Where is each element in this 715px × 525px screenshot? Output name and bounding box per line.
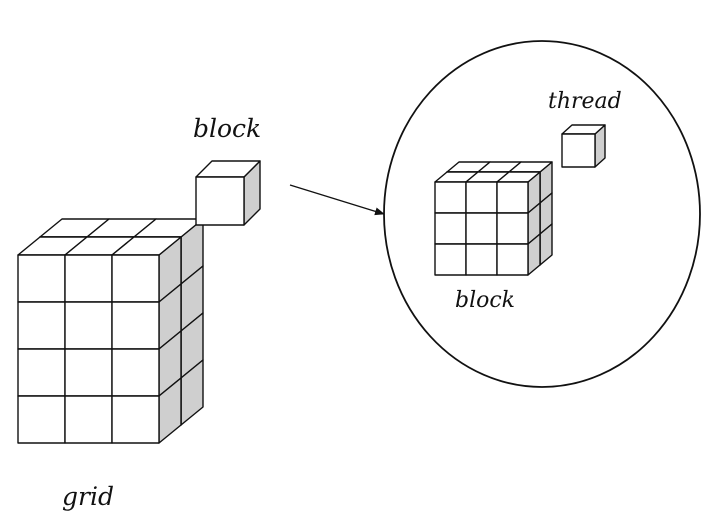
label-grid: grid <box>62 482 114 511</box>
cube-front-face <box>17 348 66 397</box>
cube-front-face <box>496 212 529 245</box>
cube-front-face <box>434 243 467 276</box>
cube-front-face <box>64 395 113 444</box>
cube-front-face <box>465 243 498 276</box>
cube-front-face <box>64 348 113 397</box>
cube-front-face <box>111 348 160 397</box>
grid-cube <box>17 218 204 444</box>
cube-front-face <box>111 395 160 444</box>
cube-front-face <box>17 301 66 350</box>
cube-front-face <box>17 395 66 444</box>
cube-front-face <box>64 301 113 350</box>
label-block-top: block <box>193 114 261 143</box>
cube-front-face <box>17 254 66 303</box>
cube-front-face <box>434 181 467 214</box>
cube-front-face <box>64 254 113 303</box>
zoom-arrow <box>289 184 385 216</box>
cube-front-face <box>111 254 160 303</box>
single-block-cube <box>195 160 261 226</box>
thread-cube <box>561 124 606 168</box>
cube-front-face <box>496 243 529 276</box>
cube-front-face <box>111 301 160 350</box>
cube-front-face <box>561 133 596 168</box>
label-block-inner: block <box>455 288 515 313</box>
zoom-circle <box>383 40 701 388</box>
cube-front-face <box>465 212 498 245</box>
inner-block-cube <box>434 161 553 276</box>
cube-front-face <box>465 181 498 214</box>
label-thread: thread <box>548 89 622 114</box>
cube-front-face <box>496 181 529 214</box>
cube-front-face <box>195 176 245 226</box>
cube-front-face <box>434 212 467 245</box>
